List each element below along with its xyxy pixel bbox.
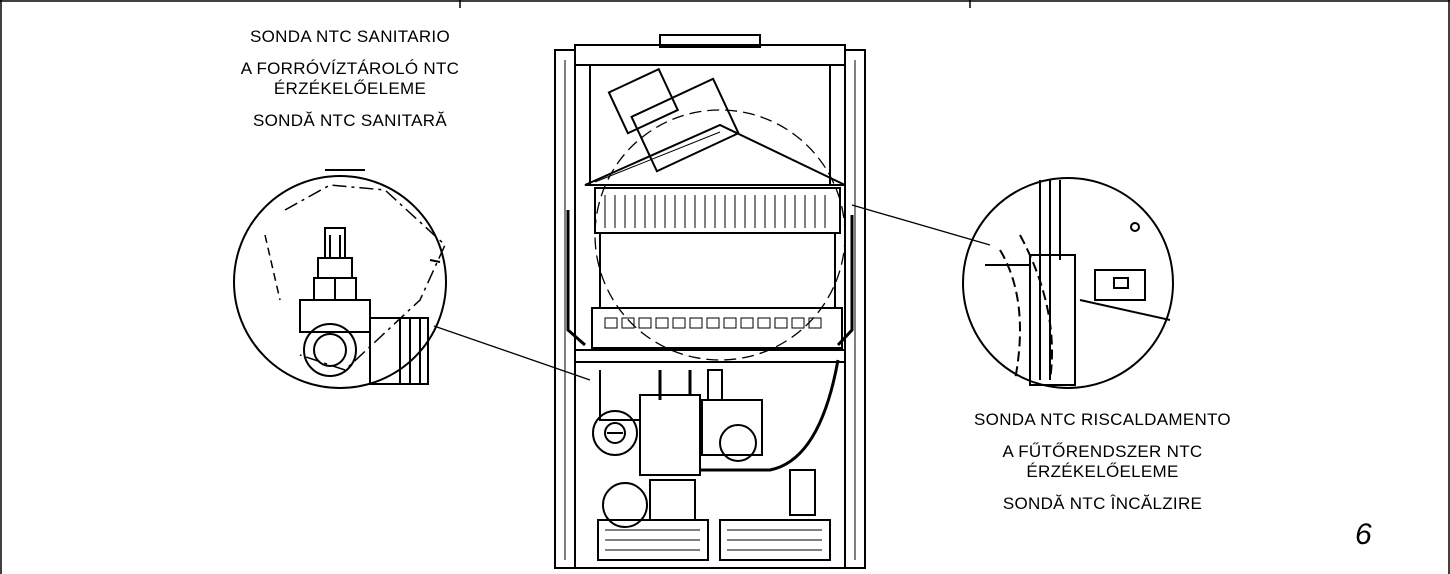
sanitary-ntc-probe-label: SONDA NTC SANITARIO A FORRÓVÍZTÁROLÓ NTC…	[200, 27, 500, 131]
heating-leader-line	[851, 204, 991, 246]
heating-label-hungarian-2: ÉRZÉKELŐELEME	[1026, 462, 1179, 481]
sanitary-label-italian: SONDA NTC SANITARIO	[250, 27, 450, 46]
figure-number: 6	[1355, 518, 1372, 551]
heating-ntc-probe-label: SONDA NTC RISCALDAMENTO A FŰTŐRENDSZER N…	[930, 410, 1275, 514]
sanitary-leader-line	[433, 325, 591, 381]
sanitary-label-romanian: SONDĂ NTC SANITARĂ	[253, 111, 447, 130]
sanitary-probe-detail	[233, 169, 447, 389]
heating-label-hungarian-1: A FŰTŐRENDSZER NTC	[1002, 442, 1203, 461]
heating-probe-detail	[962, 177, 1174, 389]
heating-label-romanian: SONDĂ NTC ÎNCĂLZIRE	[1002, 494, 1203, 513]
boiler-body	[554, 34, 866, 569]
heating-label-italian: SONDA NTC RISCALDAMENTO	[974, 410, 1231, 429]
sanitary-label-hungarian-2: ÉRZÉKELŐELEME	[273, 79, 427, 98]
sanitary-label-hungarian-1: A FORRÓVÍZTÁROLÓ NTC	[240, 59, 460, 78]
